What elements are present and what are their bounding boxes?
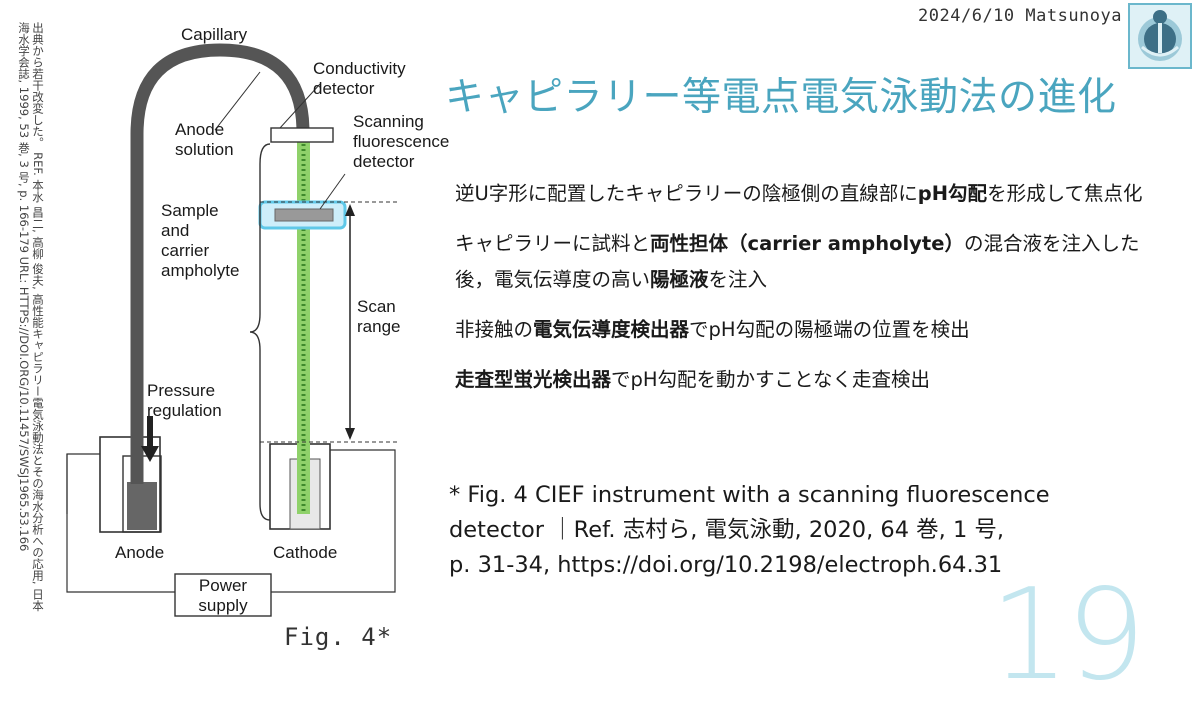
figure-caption: Fig. 4* (284, 623, 393, 651)
reference-line-1: * Fig. 4 CIEF instrument with a scanning… (449, 482, 1050, 508)
bullet-text: でpH勾配の陽極端の位置を検出 (689, 318, 970, 341)
scan-arrow-up (345, 204, 355, 216)
label-conductivity-1: Conductivity (313, 59, 406, 78)
label-cathode: Cathode (273, 543, 337, 562)
reference-line-3: p. 31-34, https://doi.org/10.2198/electr… (449, 552, 1003, 578)
bullet-emphasis: 電気伝導度検出器 (533, 318, 690, 341)
slide-title: キャピラリー等電点電気泳動法の進化 (445, 75, 1117, 120)
bullet-emphasis: pH勾配 (917, 182, 988, 205)
power-label-1: Power (199, 576, 248, 595)
matsunoya-logo-icon (1128, 3, 1192, 69)
bullet-text: キャピラリーに試料と (455, 232, 651, 255)
source-citation: 出典から若干改変した。 REF. 本水 昌二, 高柳 俊夫, 高性能キャピラリー… (5, 22, 45, 662)
label-scan-2: range (357, 317, 400, 336)
bullet-list: 逆U字形に配置したキャピラリーの陰極側の直線部にpH勾配を形成して焦点化 キャピ… (455, 176, 1145, 412)
label-sample-2: and (161, 221, 189, 240)
label-scan-1: Scan (357, 297, 396, 316)
scanning-fluorescence-detector (274, 208, 334, 222)
power-supply-box (174, 573, 272, 617)
sample-brace (249, 143, 271, 521)
bullet-item: 逆U字形に配置したキャピラリーの陰極側の直線部にpH勾配を形成して焦点化 (455, 176, 1145, 212)
figure-reference: * Fig. 4 CIEF instrument with a scanning… (449, 478, 1169, 583)
reference-line-2: detector ｜Ref. 志村ら, 電気泳動, 2020, 64 巻, 1 … (449, 517, 1005, 543)
power-label-2: supply (198, 596, 248, 615)
conductivity-detector (270, 127, 334, 143)
circuit-wire-right (271, 449, 396, 593)
label-sample-1: Sample (161, 201, 219, 220)
pressure-arrow-head (141, 446, 159, 462)
citation-line-2: 海水学会誌, 1999, 53 巻, 3 号, p. 166-179 URL: … (17, 22, 31, 552)
label-anode-solution-1: Anode (175, 120, 224, 139)
bullet-text: を形成して焦点化 (987, 182, 1143, 205)
bullet-text: を注入 (708, 268, 768, 291)
label-pressure-2: regulation (147, 401, 222, 420)
bullet-emphasis: 走査型蛍光検出器 (455, 368, 612, 391)
label-anode: Anode (115, 543, 164, 562)
pressure-arrow-shaft (147, 416, 153, 446)
label-capillary: Capillary (181, 25, 248, 44)
bullet-item: 走査型蛍光検出器でpH勾配を動かすことなく走査検出 (455, 362, 1145, 398)
circuit-wire-left (66, 454, 175, 593)
scanning-pointer (319, 173, 346, 210)
slide-number: 19 (989, 561, 1146, 708)
bullet-item: 非接触の電気伝導度検出器でpH勾配の陽極端の位置を検出 (455, 312, 1145, 348)
label-sample-4: ampholyte (161, 261, 239, 280)
bullet-text: の混合液を注入した後，電気伝導度の高い (455, 232, 1140, 291)
label-pressure-1: Pressure (147, 381, 215, 400)
label-scanning-2: fluorescence (353, 132, 449, 151)
anode-solution-liquid (127, 482, 157, 530)
cief-instrument-diagram: Power supply Capillary Conductivity dete… (66, 25, 449, 617)
date-author: 2024/6/10 Matsunoya (918, 6, 1122, 26)
label-anode-solution-2: solution (175, 140, 234, 159)
conductivity-pointer (279, 83, 321, 129)
label-scanning-1: Scanning (353, 112, 424, 131)
bullet-text: 非接触の (455, 318, 534, 341)
bullet-emphasis: 両性担体（carrier ampholyte） (650, 232, 964, 255)
scan-arrow-down (345, 428, 355, 440)
capillary-tube (130, 43, 310, 484)
bullet-text: 逆U字形に配置したキャピラリーの陰極側の直線部に (455, 182, 918, 205)
label-conductivity-2: detector (313, 79, 375, 98)
label-sample-3: carrier (161, 241, 210, 260)
circuit-wire (66, 453, 100, 514)
bullet-emphasis: 陽極液 (650, 268, 709, 291)
bullet-text: でpH勾配を動かすことなく走査検出 (611, 368, 930, 391)
label-scanning-3: detector (353, 152, 415, 171)
bullet-item: キャピラリーに試料と両性担体（carrier ampholyte）の混合液を注入… (455, 226, 1145, 298)
citation-line-1: 出典から若干改変した。 REF. 本水 昌二, 高柳 俊夫, 高性能キャピラリー… (31, 22, 45, 612)
anode-solution-pointer (214, 71, 261, 131)
